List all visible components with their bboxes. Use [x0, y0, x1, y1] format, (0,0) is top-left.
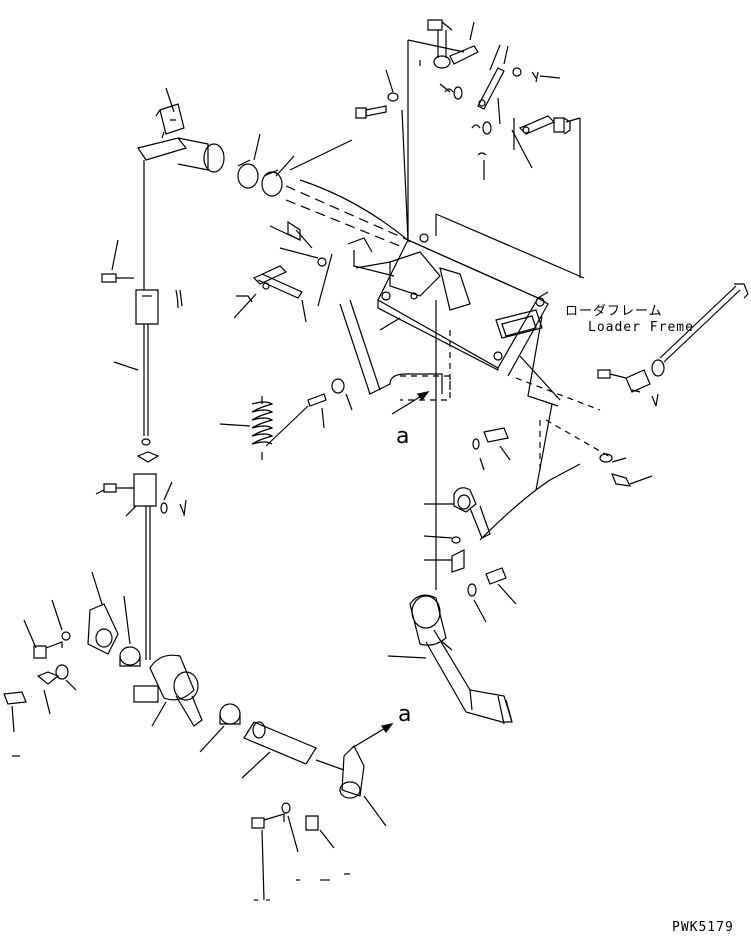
left-rod-assembly: [95, 239, 187, 660]
arrow-view-a-top: [391, 391, 430, 415]
bottom-left-arm: [3, 571, 203, 733]
top-small-parts: [355, 45, 581, 180]
stray-marks: [12, 755, 350, 901]
right-long-rod: [519, 283, 749, 487]
right-link: [423, 403, 581, 623]
central-plate: [347, 109, 585, 590]
spring: [219, 378, 353, 460]
top-bracket-assembly: [407, 19, 581, 278]
bottom-bracket: [251, 744, 387, 901]
bottom-pin: [199, 703, 345, 779]
pedal: [387, 594, 513, 725]
bent-lever: [233, 220, 443, 395]
loader-frame-label-jp: ローダフレーム: [565, 304, 663, 319]
dashed-region: [400, 330, 613, 470]
left-gear-shaft: [137, 87, 295, 290]
view-a-label-bottom: a: [398, 702, 412, 727]
drawing-code: PWK5179: [672, 920, 734, 935]
view-a-label-top: a: [396, 424, 410, 449]
arrow-view-a-bottom: [351, 723, 394, 749]
dashed-rod-top: [285, 185, 409, 247]
loader-frame-label-en: Loader Freme: [588, 320, 694, 335]
